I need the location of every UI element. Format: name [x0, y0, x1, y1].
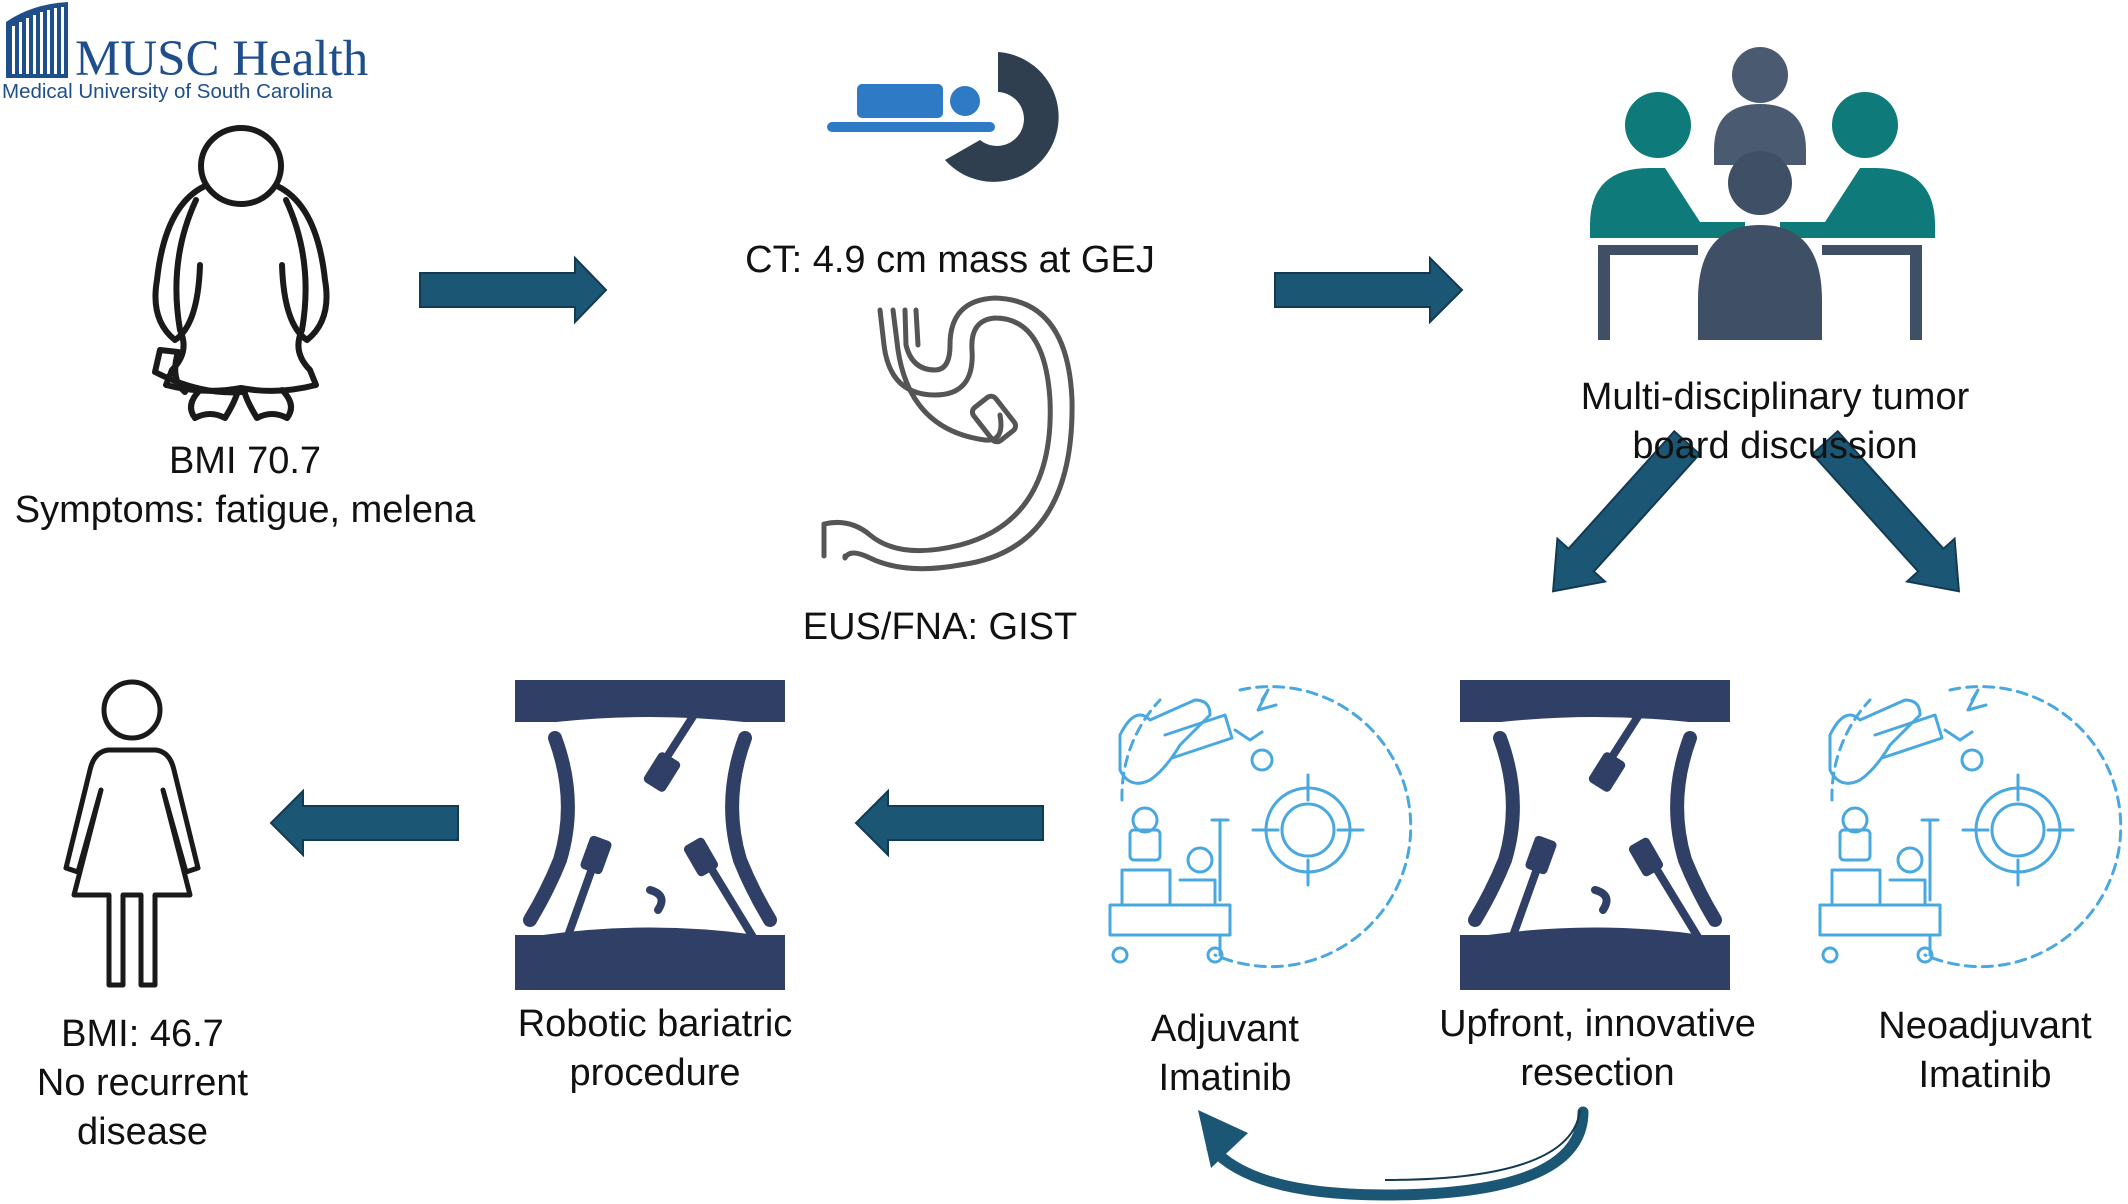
eus-label: EUS/FNA: GIST [802, 606, 1078, 648]
ct-label: CT: 4.9 cm mass at GEJ [745, 239, 1155, 281]
patient-after-label: BMI: 46.7 No recurrent disease [36, 1013, 249, 1153]
abdomen-laparoscopy-icon [515, 680, 785, 990]
neoadjuvant-label: Neoadjuvant Imatinib [1878, 1005, 2092, 1096]
arrow-left-2 [269, 788, 459, 858]
ct-scanner-icon [827, 52, 1059, 182]
logo-name: MUSC Health [75, 31, 369, 87]
adjuvant-label: Adjuvant Imatinib [1151, 1008, 1299, 1099]
logo-subtitle: Medical University of South Carolina [2, 80, 333, 103]
arrow-diag-right [1811, 429, 1961, 593]
abdomen-laparoscopy-icon [1460, 680, 1730, 990]
chemotherapy-icon [1818, 685, 2123, 969]
upfront-label: Upfront, innovative resection [1439, 1003, 1756, 1094]
tumor-board-label: Multi-disciplinary tumor board discussio… [1580, 376, 1970, 467]
arrow-left-1 [854, 788, 1044, 858]
building-logo-icon [6, 2, 68, 78]
flow-arrows [269, 255, 1961, 858]
chemotherapy-icon [1108, 685, 1413, 969]
stomach-endoscope-icon [821, 295, 1075, 572]
arrow-right-2 [1274, 255, 1464, 325]
robotic-label: Robotic bariatric procedure [517, 1003, 793, 1094]
arrow-right-1 [419, 255, 608, 325]
woman-icon [63, 679, 201, 988]
obese-person-icon [152, 125, 330, 421]
arrow-diag-left [1551, 429, 1701, 593]
curved-arrow [1198, 1106, 1589, 1201]
patient-before-label: BMI 70.7 Symptoms: fatigue, melena [14, 440, 476, 531]
meeting-table-icon [1590, 47, 1935, 340]
